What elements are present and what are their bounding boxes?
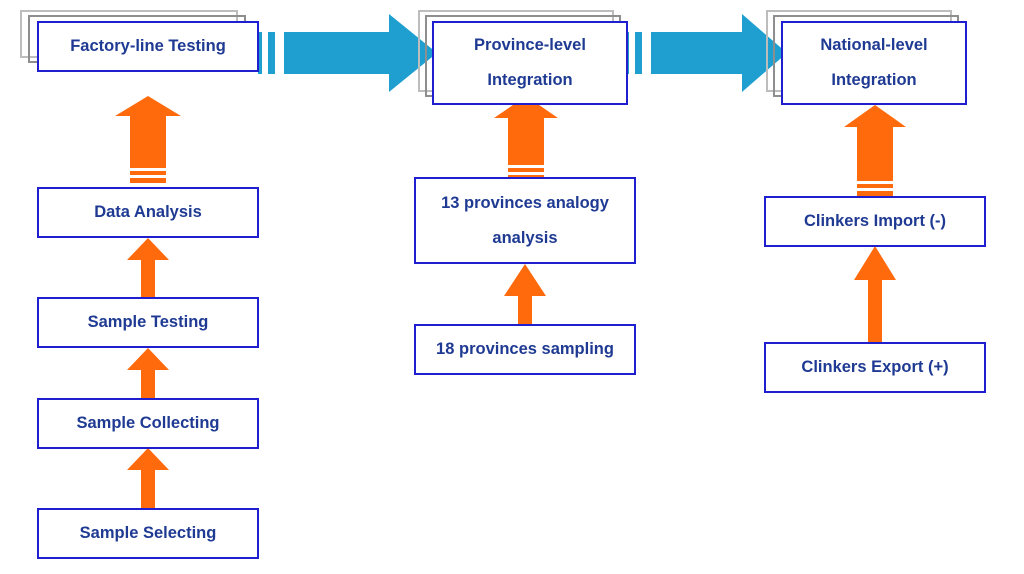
province-to-national-arrow bbox=[625, 14, 787, 92]
selecting-to-collecting-arrow bbox=[127, 448, 169, 509]
sample-selecting-box: Sample Selecting bbox=[37, 508, 259, 559]
clinkers-export-label: Clinkers Export (+) bbox=[801, 358, 949, 376]
data-analysis-box: Data Analysis bbox=[37, 187, 259, 238]
province-header-line2: Integration bbox=[487, 71, 573, 89]
provinces-sampling-box: 18 provinces sampling bbox=[414, 324, 636, 375]
provinces-analogy-box: 13 provinces analogy analysis bbox=[414, 177, 636, 264]
province-header-box: Province-level Integration bbox=[432, 21, 628, 105]
sample-selecting-label: Sample Selecting bbox=[79, 524, 217, 542]
factory-header-label: Factory-line Testing bbox=[70, 37, 226, 55]
factory-to-province-arrow bbox=[258, 14, 437, 92]
collecting-to-testing-arrow bbox=[127, 348, 169, 399]
national-header-line1: National-level bbox=[820, 36, 928, 54]
clinkers-export-box: Clinkers Export (+) bbox=[764, 342, 986, 393]
clinkers-import-label: Clinkers Import (-) bbox=[803, 212, 947, 230]
sampling-to-analogy-arrow bbox=[504, 264, 546, 325]
sample-collecting-label: Sample Collecting bbox=[76, 414, 220, 432]
national-header-line2: Integration bbox=[831, 71, 917, 89]
data-analysis-label: Data Analysis bbox=[94, 203, 202, 221]
provinces-analogy-line1: 13 provinces analogy bbox=[441, 193, 609, 212]
provinces-analogy-line2: analysis bbox=[492, 228, 558, 247]
provinces-sampling-label: 18 provinces sampling bbox=[436, 340, 614, 358]
sample-collecting-box: Sample Collecting bbox=[37, 398, 259, 449]
to-province-header-arrow bbox=[494, 96, 558, 180]
to-national-header-arrow bbox=[844, 105, 906, 196]
sample-testing-label: Sample Testing bbox=[87, 313, 209, 331]
national-header-box: National-level Integration bbox=[781, 21, 967, 105]
factory-header-box: Factory-line Testing bbox=[37, 21, 259, 72]
testing-to-analysis-arrow bbox=[127, 238, 169, 297]
clinkers-import-box: Clinkers Import (-) bbox=[764, 196, 986, 247]
province-header-line1: Province-level bbox=[474, 36, 586, 54]
sample-testing-box: Sample Testing bbox=[37, 297, 259, 348]
export-to-import-arrow bbox=[854, 246, 896, 343]
to-factory-header-arrow bbox=[115, 96, 181, 183]
